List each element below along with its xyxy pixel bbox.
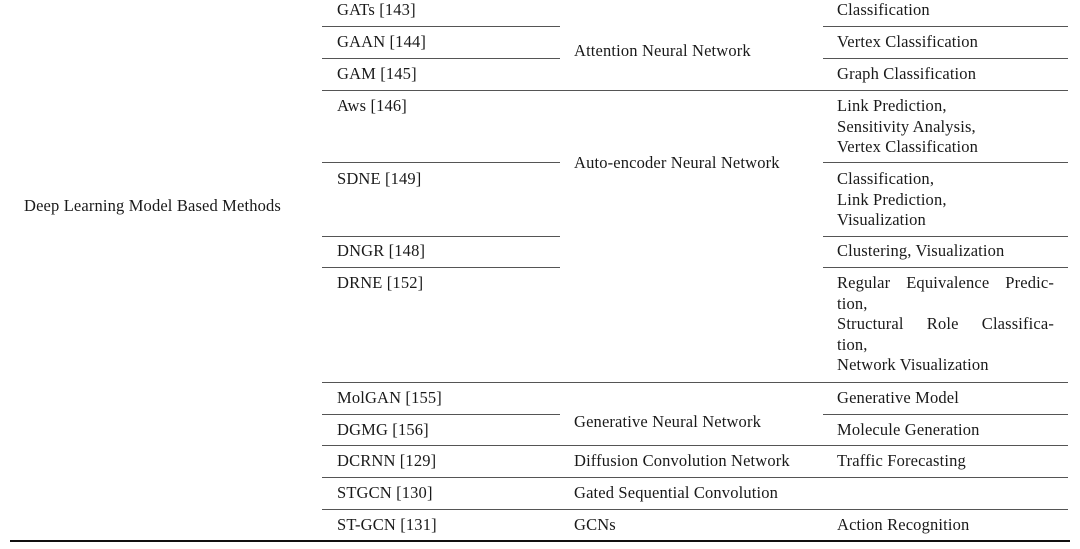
task-cell: Classification, Link Prediction, Visuali…	[837, 169, 947, 231]
group-divider	[322, 509, 1068, 510]
model-label-gcns: GCNs	[574, 515, 616, 534]
model-label-diffusion: Diffusion Convolution Network	[574, 451, 790, 470]
group-divider	[322, 445, 1068, 446]
task-line: Action Recognition	[837, 515, 970, 534]
row-divider	[823, 236, 1068, 237]
method-cell: DCRNN [129]	[337, 451, 437, 470]
table-bottom-rule	[10, 540, 1070, 542]
task-line: Structural Role Classifica-	[837, 314, 1054, 333]
task-cell: Link Prediction, Sensitivity Analysis, V…	[837, 96, 978, 158]
row-divider	[823, 26, 1068, 27]
method-cell: GAAN [144]	[337, 32, 427, 51]
task-line: Sensitivity Analysis,	[837, 116, 976, 136]
task-line: Clustering, Visualization	[837, 241, 1005, 260]
task-cell: Clustering, Visualization	[837, 241, 1004, 262]
task-line: Visualization	[837, 210, 926, 229]
task-line: tion,	[837, 334, 868, 354]
task-line: Regular Equivalence Predic-	[837, 273, 1054, 292]
row-divider	[823, 414, 1068, 415]
method-cell: SDNE [149]	[337, 169, 422, 188]
task-cell: Traffic Forecasting	[837, 451, 966, 472]
row-divider	[823, 267, 1068, 268]
method-cell: DNGR [148]	[337, 241, 426, 260]
method-cell: STGCN [130]	[337, 483, 433, 502]
row-divider	[322, 26, 560, 27]
task-line: Vertex Classification	[837, 137, 979, 156]
model-label-autoencoder: Auto-encoder Neural Network	[574, 153, 780, 172]
group-divider	[322, 382, 1068, 383]
row-divider	[322, 267, 560, 268]
group-divider	[322, 90, 1068, 91]
task-cell: Generative Model	[837, 388, 959, 409]
method-cell: DRNE [152]	[337, 273, 424, 292]
task-line: Classification,	[837, 169, 935, 188]
task-cell: Action Recognition	[837, 515, 969, 536]
row-divider	[823, 162, 1068, 163]
task-line: Classification	[837, 0, 930, 19]
method-cell: DGMG [156]	[337, 420, 429, 439]
row-divider	[322, 236, 560, 237]
row-divider	[823, 58, 1068, 59]
model-label-attention: Attention Neural Network	[574, 41, 751, 60]
model-label-generative: Generative Neural Network	[574, 412, 761, 431]
method-cell: Aws [146]	[337, 96, 407, 115]
task-line: tion,	[837, 293, 868, 313]
method-cell: ST-GCN [131]	[337, 515, 437, 534]
row-divider	[322, 414, 560, 415]
task-line: Link Prediction,	[837, 96, 947, 115]
task-line: Vertex Classification	[837, 32, 979, 51]
task-cell: Vertex Classification	[837, 32, 978, 53]
method-cell: GATs [143]	[337, 0, 416, 19]
task-line: Graph Classification	[837, 64, 977, 83]
task-line: Molecule Generation	[837, 420, 980, 439]
task-line: Generative Model	[837, 388, 959, 407]
task-line: Link Prediction,	[837, 189, 947, 209]
category-label: Deep Learning Model Based Methods	[24, 196, 281, 215]
method-cell: GAM [145]	[337, 64, 417, 83]
task-cell: Graph Classification	[837, 64, 976, 85]
task-cell: Classification	[837, 0, 930, 21]
row-divider	[322, 58, 560, 59]
group-divider	[322, 477, 1068, 478]
method-cell: MolGAN [155]	[337, 388, 442, 407]
task-cell: Molecule Generation	[837, 420, 980, 441]
model-label-gated: Gated Sequential Convolution	[574, 483, 779, 502]
task-cell: Regular Equivalence Predic- tion, Struct…	[837, 273, 1054, 376]
task-line: Traffic Forecasting	[837, 451, 966, 470]
task-line: Network Visualization	[837, 355, 989, 374]
row-divider	[322, 162, 560, 163]
